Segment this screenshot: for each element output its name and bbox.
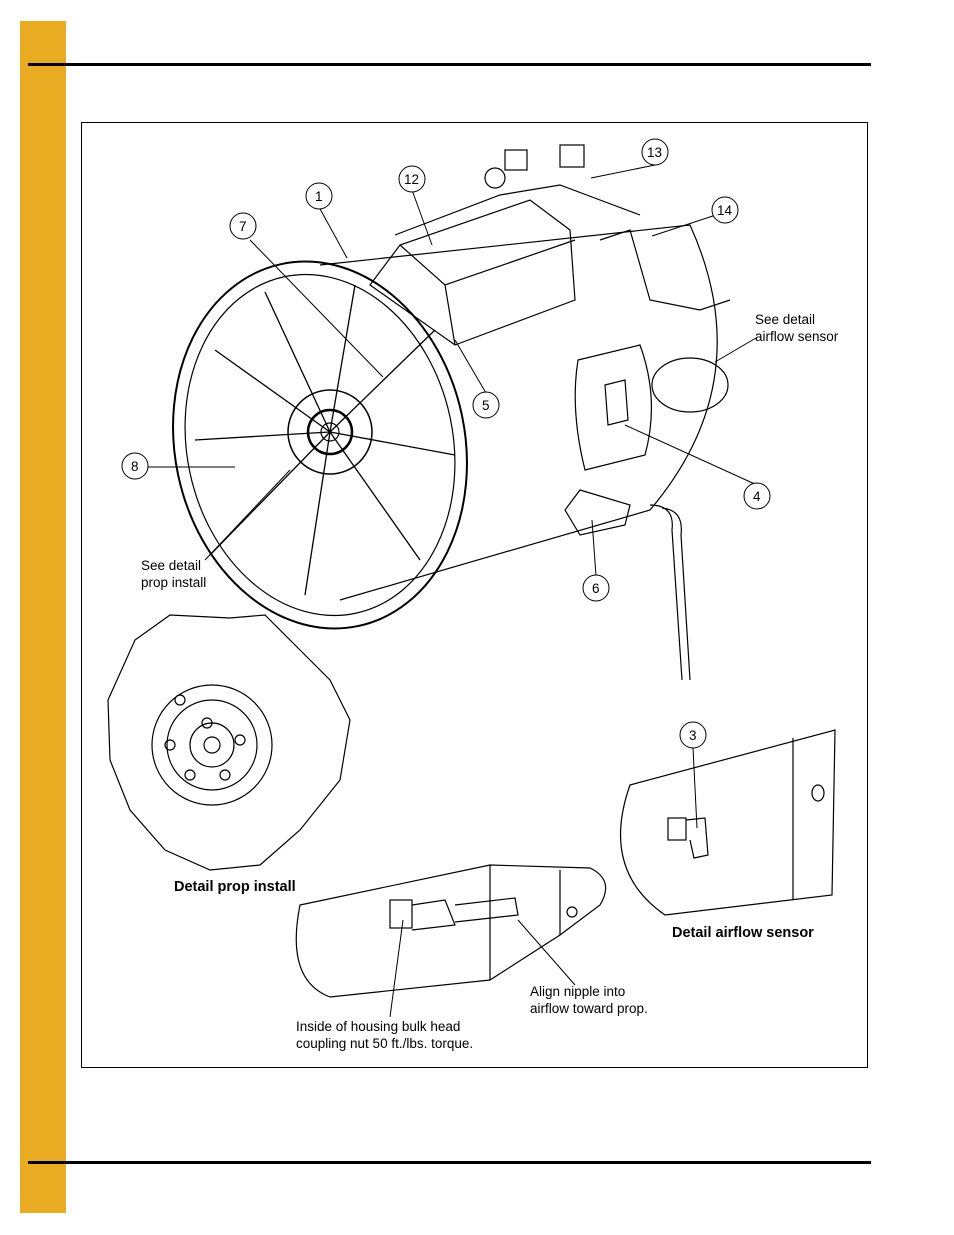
detail-airflow-drawing: [621, 730, 835, 915]
fan-housing: [140, 225, 718, 656]
see-detail-prop-label: See detail prop install: [141, 557, 206, 591]
callout-5: 5: [482, 397, 490, 414]
detail-prop-install-title: Detail prop install: [174, 879, 296, 896]
callout-12: 12: [404, 171, 419, 188]
callout-3: 3: [689, 727, 697, 744]
detail-nipple-drawing: [296, 865, 605, 997]
align-nipple-label: Align nipple into airflow toward prop.: [530, 983, 648, 1017]
callout-6: 6: [592, 580, 600, 597]
callout-8: 8: [131, 458, 139, 475]
bracket: [565, 490, 630, 535]
airflow-sensor-highlight: [652, 358, 728, 412]
callout-1: 1: [315, 188, 323, 205]
callout-13: 13: [647, 144, 662, 161]
bulkhead-torque-label: Inside of housing bulk head coupling nut…: [296, 1018, 473, 1052]
sensor-tube: [650, 505, 682, 680]
inspection-plate: [575, 345, 651, 470]
detail-airflow-sensor-title: Detail airflow sensor: [672, 925, 814, 942]
callout-circles: [122, 139, 770, 748]
detail-prop-drawing: [108, 615, 350, 870]
callout-4: 4: [753, 488, 761, 505]
see-detail-airflow-label: See detail airflow sensor: [755, 311, 838, 345]
callout-7: 7: [239, 218, 247, 235]
callout-14: 14: [717, 202, 732, 219]
